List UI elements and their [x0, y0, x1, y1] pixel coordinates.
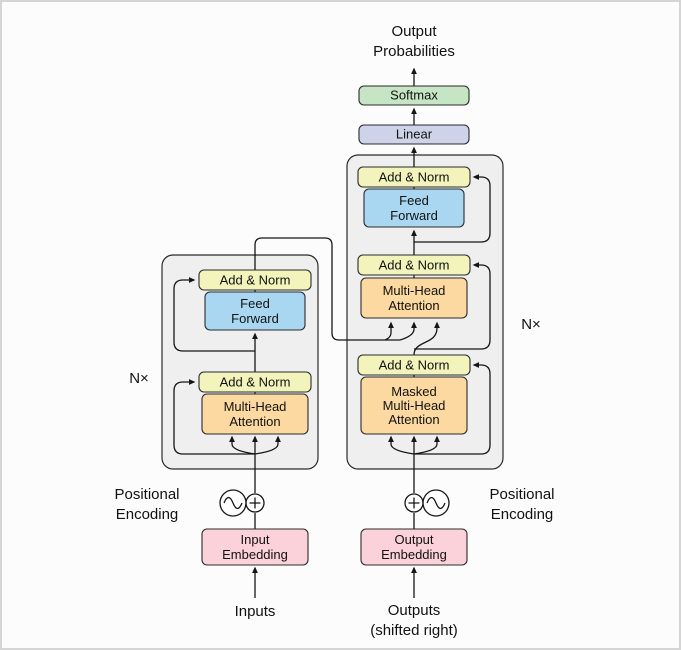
output-embedding-box — [360, 528, 468, 566]
sine-symbol-left — [219, 489, 247, 517]
decoder-mha-label-2: Attention — [388, 298, 439, 313]
arrow-decoder-addnorm-to-cross-attention — [413, 321, 440, 356]
inputs-label: Inputs — [235, 603, 276, 620]
arrow-decoder-residual-3 — [414, 174, 491, 243]
plus-cross-icon — [408, 497, 420, 509]
decoder-addnorm-1-box — [357, 354, 471, 376]
linear: Linear — [358, 124, 470, 145]
sine-wave-icon — [223, 496, 243, 510]
decoder-multi-head-attention-box — [360, 277, 468, 319]
linear-box — [358, 124, 470, 145]
softmax-label: Softmax — [390, 88, 438, 103]
masked-mha-label-3: Attention — [388, 412, 439, 427]
decoder-mha-label-1: Multi-Head — [383, 283, 446, 298]
outputs-label: Outputs — [388, 602, 441, 619]
input-embedding-box — [201, 528, 309, 566]
decoder-addnorm-2-label: Add & Norm — [379, 258, 450, 273]
arrow-masked-attention-right-input — [413, 435, 440, 455]
encoder-mha-label-2: Attention — [229, 414, 280, 429]
decoder-feed-forward-label-1: Feed — [399, 193, 429, 208]
encoder-addnorm-2: Add & Norm — [198, 269, 312, 291]
decoder-addnorm-3-label: Add & Norm — [379, 170, 450, 185]
encoder-addnorm-2-box — [198, 269, 312, 291]
decoder-feed-forward-label-2: Forward — [390, 208, 438, 223]
input-embedding-label-2: Embedding — [222, 547, 288, 562]
decoder-feed-forward: Feed Forward — [363, 188, 465, 228]
decoder-addnorm-3-box — [357, 166, 471, 188]
positional-encoding-right-label-2: Encoding — [491, 506, 554, 523]
positional-add-left — [245, 493, 265, 513]
line-encoder-to-decoder — [254, 237, 400, 341]
input-embedding-label-1: Input — [241, 532, 270, 547]
decoder-addnorm-1-label: Add & Norm — [379, 358, 450, 373]
decoder-addnorm-3: Add & Norm — [357, 166, 471, 188]
arrow-encoder-residual-1 — [173, 379, 255, 455]
decoder-connections — [388, 67, 491, 598]
decoder-addnorm-1: Add & Norm — [357, 354, 471, 376]
n-times-label-left: N× — [129, 370, 149, 387]
arrow-decoder-residual-1 — [414, 362, 491, 455]
arrow-encoder-attention-left-input — [229, 435, 256, 455]
output-embedding-label-2: Embedding — [381, 547, 447, 562]
n-times-label-right: N× — [521, 316, 541, 333]
softmax-box — [358, 85, 470, 106]
output-embedding-label-1: Output — [394, 532, 433, 547]
linear-label: Linear — [396, 127, 433, 142]
output-embedding: Output Embedding — [360, 528, 468, 566]
encoder-addnorm-1: Add & Norm — [198, 371, 312, 393]
input-embedding: Input Embedding — [201, 528, 309, 566]
encoder-multi-head-attention: Multi-Head Attention — [201, 393, 309, 435]
decoder-addnorm-2-box — [357, 254, 471, 276]
arrow-encoder-attention-right-input — [254, 435, 281, 455]
plus-cross-icon — [249, 497, 261, 509]
masked-multi-head-attention-box — [360, 376, 468, 435]
encoder-addnorm-2-label: Add & Norm — [220, 273, 291, 288]
positional-encoding-left-label-2: Encoding — [116, 506, 179, 523]
sine-symbol-right — [422, 489, 450, 517]
arrow-encoder-to-decoder-key — [384, 321, 394, 341]
positional-add-right — [404, 493, 424, 513]
sine-wave-icon — [426, 496, 446, 510]
masked-mha-label-2: Multi-Head — [383, 398, 446, 413]
arrow-masked-attention-left-input — [388, 435, 415, 455]
softmax: Softmax — [358, 85, 470, 106]
encoder-feed-forward-box — [204, 291, 306, 331]
encoder-mha-label-1: Multi-Head — [224, 399, 287, 414]
positional-encoding-right-label-1: Positional — [489, 486, 554, 503]
encoder-addnorm-1-label: Add & Norm — [220, 375, 291, 390]
encoder-feed-forward-label-2: Forward — [231, 311, 279, 326]
decoder-feed-forward-box — [363, 188, 465, 228]
decoder-addnorm-2: Add & Norm — [357, 254, 471, 276]
positional-encoding-left-label-1: Positional — [114, 486, 179, 503]
output-probabilities-label-1: Output — [391, 23, 437, 40]
masked-multi-head-attention: Masked Multi-Head Attention — [360, 376, 468, 435]
encoder-multi-head-attention-box — [201, 393, 309, 435]
encoder-feed-forward-label-1: Feed — [240, 296, 270, 311]
shifted-right-label: (shifted right) — [370, 622, 458, 639]
output-probabilities-label-2: Probabilities — [373, 43, 455, 60]
encoder-addnorm-1-box — [198, 371, 312, 393]
arrow-decoder-residual-2 — [414, 262, 491, 350]
arrow-encoder-to-decoder-value — [399, 321, 417, 341]
decoder-multi-head-attention: Multi-Head Attention — [360, 277, 468, 319]
encoder-feed-forward: Feed Forward — [204, 291, 306, 331]
masked-mha-label-1: Masked — [391, 384, 437, 399]
arrow-encoder-residual-2 — [173, 277, 255, 352]
